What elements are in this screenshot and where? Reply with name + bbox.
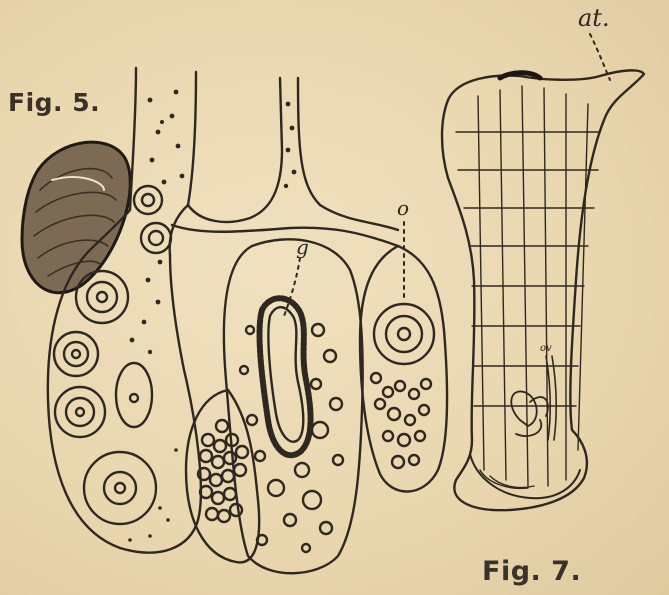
fig5-ducts [88,68,398,255]
dark-oval-body [22,142,130,293]
fig7-caption: Fig. 7. [482,556,581,587]
fig7-drawing [442,70,644,510]
annotation-g: g [296,235,309,259]
annotation-o: o [397,196,409,220]
fig5-caption: Fig. 5. [8,88,100,117]
annotation-at: at. [578,4,610,32]
annotation-ov: ov [540,343,552,354]
right-follicle [360,246,447,492]
